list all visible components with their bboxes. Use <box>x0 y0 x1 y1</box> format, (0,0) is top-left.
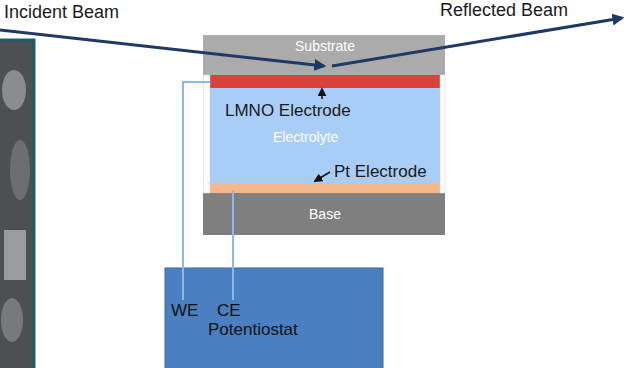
substrate-layer <box>203 35 445 75</box>
terminal-name: WE <box>171 301 198 321</box>
base-layer <box>203 193 445 235</box>
electrolyte-layer <box>210 88 440 183</box>
layer-name: Base <box>309 206 341 222</box>
photo-detail <box>2 70 26 110</box>
ce-wire <box>232 190 234 300</box>
potentiostat-box: WE CEPotentiostat <box>165 268 383 368</box>
leader-line <box>321 89 323 99</box>
photo-detail <box>4 230 26 280</box>
cell-wall <box>204 75 211 193</box>
beam-label: Reflected Beam <box>440 0 568 21</box>
lmno-electrode-layer <box>210 75 440 88</box>
device-name: Potentiostat <box>208 320 298 340</box>
potentiostat-box <box>165 268 383 368</box>
cell-wall <box>440 75 445 193</box>
layer-name: Substrate <box>295 38 355 54</box>
terminal-name: CE <box>217 301 241 321</box>
photo-panel <box>0 40 34 368</box>
we-wire <box>183 82 210 300</box>
photo-detail <box>1 298 23 342</box>
incident-beam-arrow <box>0 30 324 66</box>
substrate-box: Substrate <box>210 35 440 75</box>
part-label: LMNO Electrode <box>225 101 351 121</box>
reflected-beam-arrow <box>332 18 622 66</box>
layer-name: Electrolyte <box>273 129 338 145</box>
base-box: Base <box>210 193 440 235</box>
leader-line <box>315 172 330 181</box>
photo-detail <box>10 140 30 200</box>
part-label: Pt Electrode <box>334 162 427 182</box>
beam-label: Incident Beam <box>4 2 119 23</box>
pt-electrode-layer <box>210 183 440 193</box>
